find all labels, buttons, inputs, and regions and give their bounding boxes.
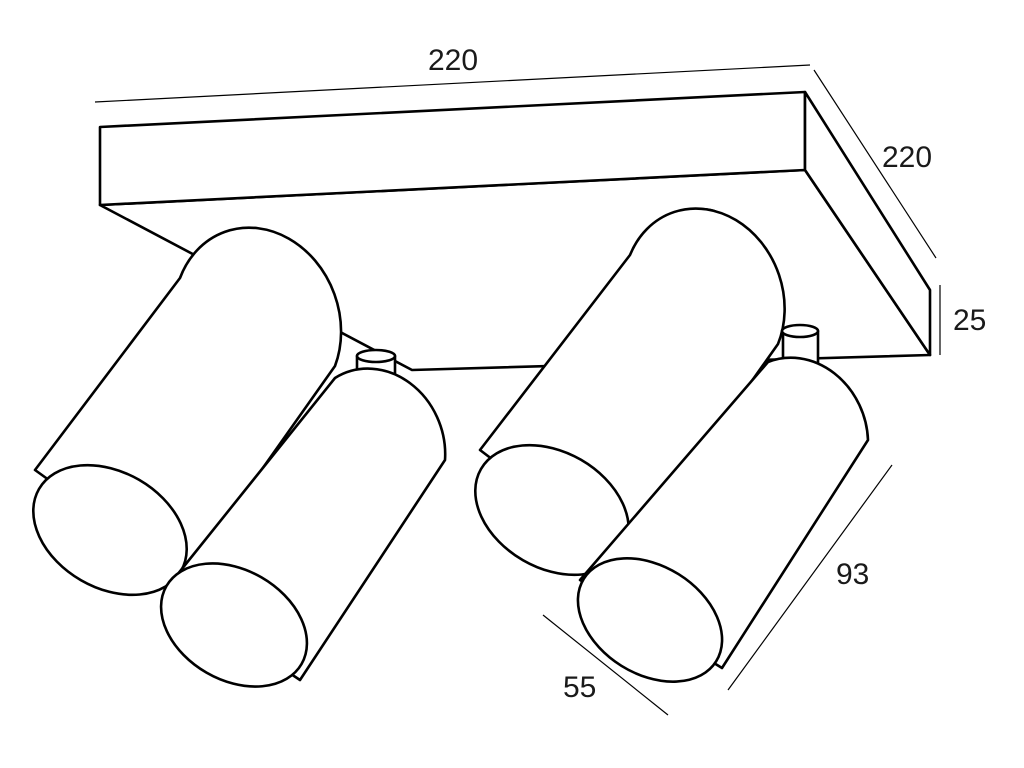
dimension-line-width (94, 64, 811, 103)
dimension-label-spot-diameter: 55 (563, 671, 597, 704)
spot-front-left (159, 348, 447, 688)
spot-lens (159, 562, 309, 688)
spot-lens (576, 557, 724, 683)
dimension-label-depth: 220 (882, 141, 933, 174)
spot-front-right (576, 323, 870, 683)
dimension-line-spot-length (727, 464, 893, 691)
dimension-label-width: 220 (428, 44, 479, 77)
spot-back-left (31, 226, 343, 597)
dimension-line-spot-diameter (542, 614, 669, 716)
dimension-line-depth (813, 69, 937, 259)
dimension-label-height: 25 (953, 304, 987, 337)
plate-side-face (803, 90, 932, 357)
spot-back-right (473, 207, 786, 577)
dimension-label-spot-length: 93 (836, 558, 870, 591)
